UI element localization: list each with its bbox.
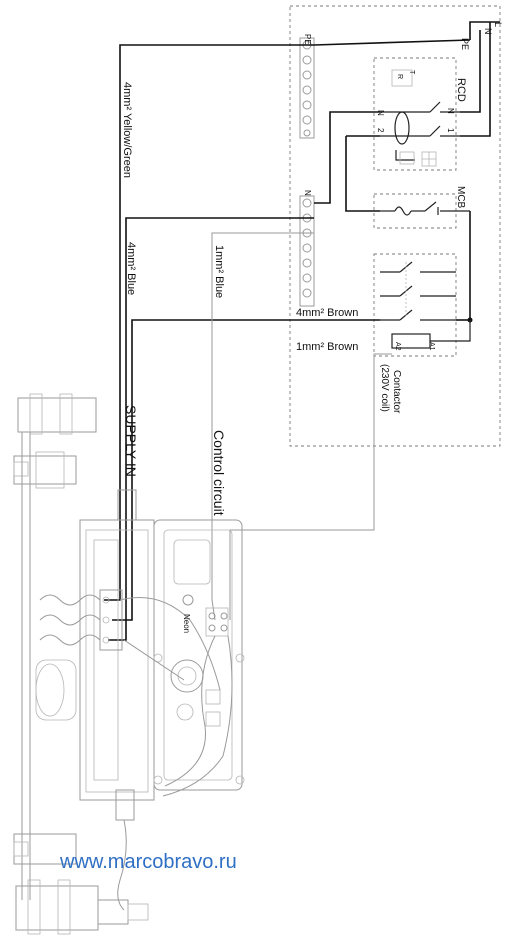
rcd-device: RCD R T N 2 N 1 xyxy=(373,57,467,171)
rcd-t-label: T xyxy=(408,70,415,75)
supply-lines: PE N L xyxy=(460,21,503,137)
supply-in-label: SUPPLY IN xyxy=(123,405,139,477)
pe-supply-label: PE xyxy=(460,38,470,50)
pe-terminal-bar: PE xyxy=(299,34,315,139)
rcd-n2-label: N xyxy=(446,108,455,114)
wire-blue-4-label: 4mm² Blue xyxy=(125,242,137,295)
n-terminal-label: N xyxy=(303,190,312,196)
n-supply-label: N xyxy=(483,28,493,35)
neon-label: Neon xyxy=(182,614,191,633)
contactor-a1-label: A1 xyxy=(428,342,435,351)
wire-brown-1-label: 1mm² Brown xyxy=(296,341,358,353)
rcd-r-label: R xyxy=(396,74,403,79)
mcb-device: MCB xyxy=(373,186,470,229)
l-supply-label: L xyxy=(493,22,503,27)
contactor-a2-label: A2 xyxy=(394,342,401,351)
rcd-label: RCD xyxy=(455,78,467,102)
distribution-board-enclosure xyxy=(289,5,501,447)
mcb-label: MCB xyxy=(455,186,466,209)
pe-terminal-label: PE xyxy=(303,34,312,45)
n-terminal-bar: N xyxy=(299,190,315,307)
wire-yellow-green-label: 4mm² Yellow/Green xyxy=(121,82,133,178)
wire-brown-4-label: 4mm² Brown xyxy=(296,307,358,319)
contactor-label-line2: (230V coil) xyxy=(379,364,390,412)
rcd-1-label: 1 xyxy=(446,128,455,133)
wire-blue-1-label: 1mm² Blue xyxy=(213,245,225,298)
rcd-n-label: N xyxy=(376,110,385,116)
rcd-2-label: 2 xyxy=(376,128,385,133)
contactor-device: A1 A2 Contactor (230V coil) xyxy=(373,253,457,414)
contactor-label-line1: Contactor xyxy=(391,370,402,414)
heater-assembly xyxy=(13,393,245,935)
control-circuit-label: Control circuit xyxy=(211,430,227,516)
watermark: www.marcobravo.ru xyxy=(59,851,237,873)
